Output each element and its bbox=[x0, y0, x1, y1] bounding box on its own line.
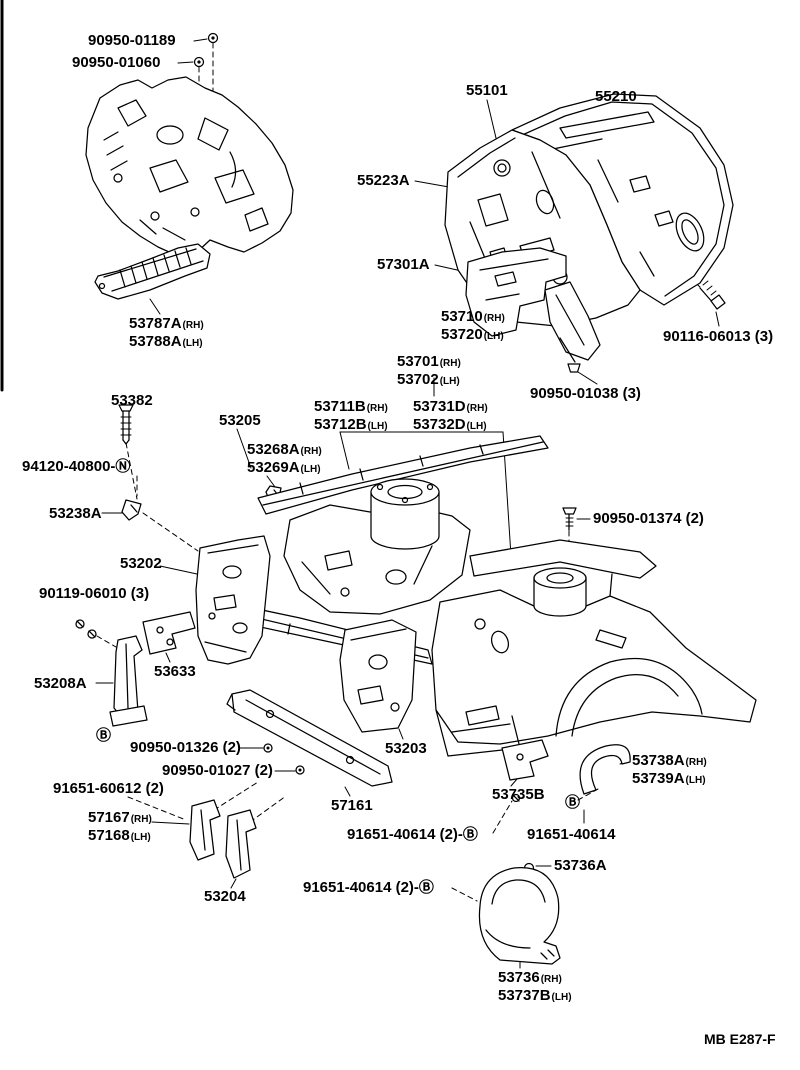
screw-53382 bbox=[118, 404, 134, 445]
brace-57161 bbox=[226, 689, 393, 787]
apron-strut-tower-left bbox=[283, 478, 471, 615]
bracket-53735b bbox=[501, 739, 549, 781]
bolt-90950-01374 bbox=[562, 507, 577, 531]
reinforcement-53710 bbox=[544, 281, 601, 363]
screws-90119-06010 bbox=[75, 619, 97, 639]
fender-apron-right bbox=[431, 539, 757, 757]
bracket-53633 bbox=[142, 611, 196, 655]
brace-53208a bbox=[109, 635, 148, 727]
apron-rail-53205 bbox=[257, 435, 549, 515]
grommet-90950-01326 bbox=[263, 743, 273, 753]
grommet-90950-01060 bbox=[193, 56, 205, 68]
bolt-91651-40614 bbox=[511, 793, 521, 803]
bolt-90116-06013 bbox=[699, 280, 726, 310]
grommet-90950-01189 bbox=[207, 32, 219, 44]
drawing-code: MB E287-F bbox=[704, 1031, 776, 1047]
bracket-57301a bbox=[465, 247, 567, 337]
clip-53238a bbox=[121, 499, 142, 521]
apron-extension-53736 bbox=[478, 866, 561, 965]
bracket-53204 bbox=[225, 809, 257, 879]
grommet-90950-01027 bbox=[295, 765, 305, 775]
apron-panel-53203 bbox=[339, 619, 417, 733]
insulator-53787a bbox=[94, 243, 211, 300]
bracket-53738a bbox=[579, 744, 631, 795]
grommet-90950-01038 bbox=[567, 363, 581, 373]
dash-silencer-pad bbox=[85, 76, 294, 257]
bracket-57167 bbox=[189, 799, 221, 861]
radiator-support-53202 bbox=[195, 535, 271, 665]
